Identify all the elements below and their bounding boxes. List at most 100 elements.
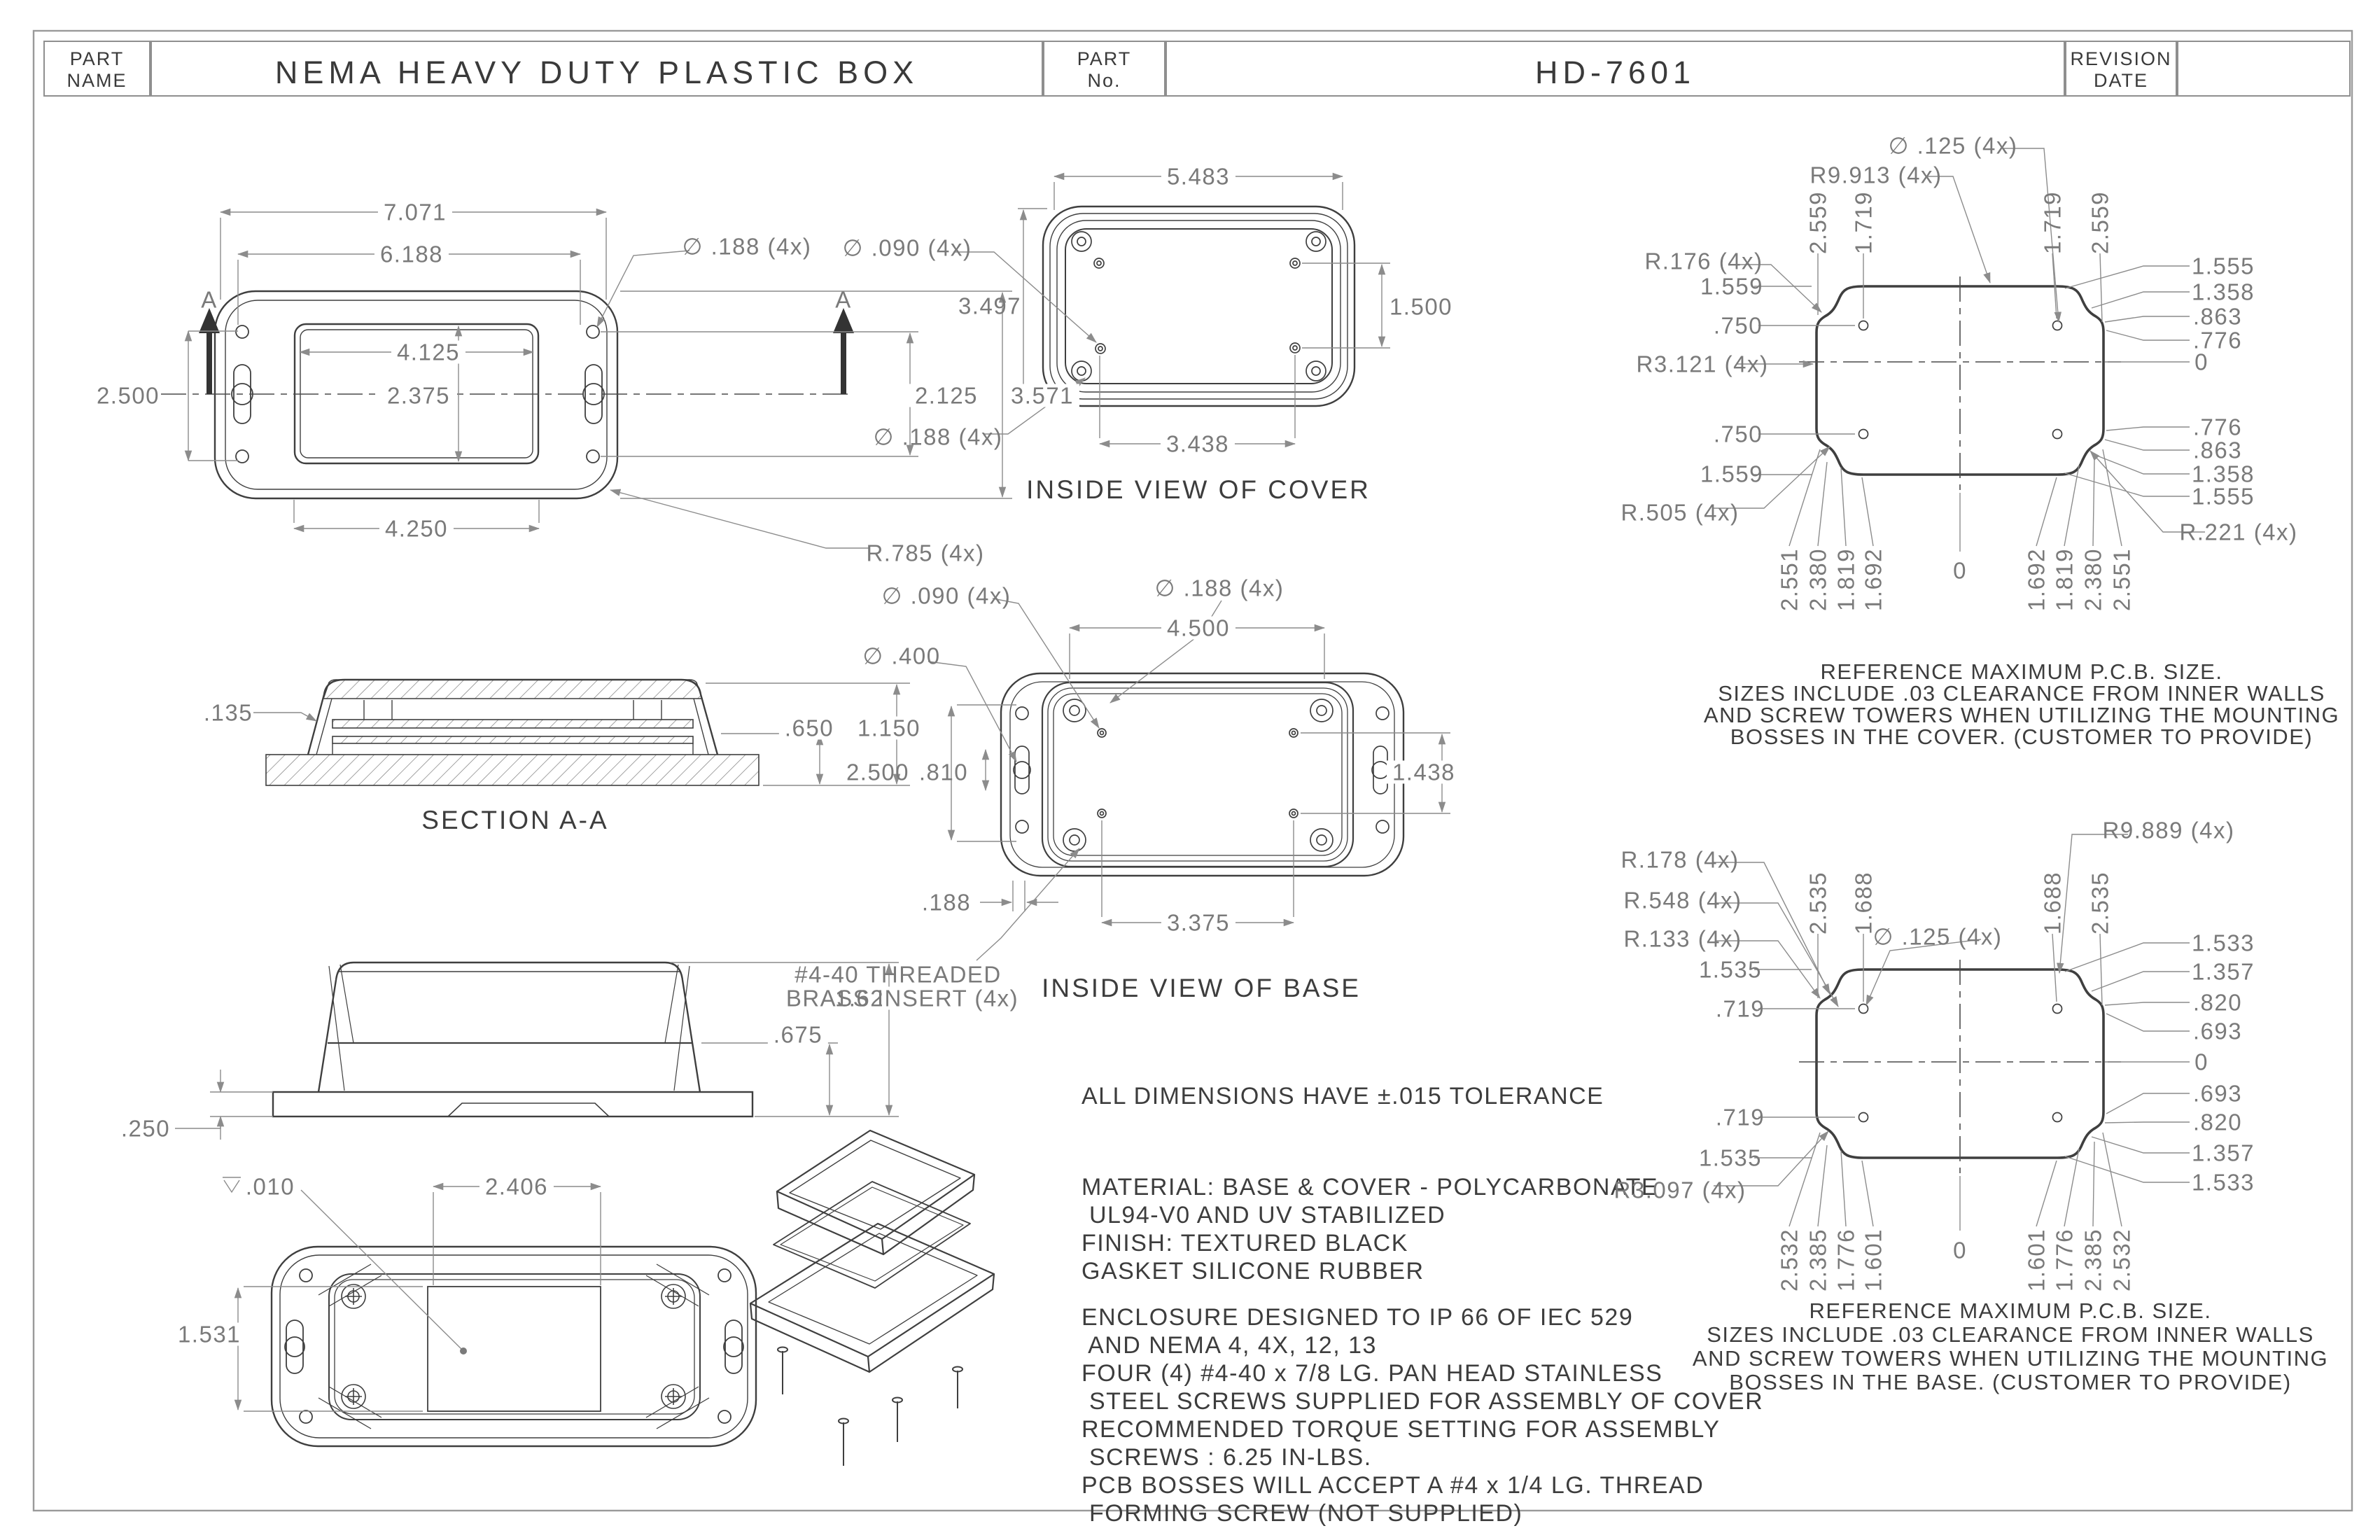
dim-label: 7.071 <box>377 200 453 224</box>
dim-label: .010 <box>245 1173 295 1200</box>
dim-label: 1.358 <box>2191 461 2255 487</box>
pcb-base-dimensions <box>1714 834 2190 1231</box>
dim-label: .719 <box>1715 995 1765 1022</box>
dim-label: R.221 (4x) <box>2179 519 2298 545</box>
part-name-label-cell: PART NAME <box>43 41 150 97</box>
section-view-geometry <box>265 678 760 786</box>
dim-label: 2.559 <box>1805 190 1831 255</box>
dim-label: 2.380 <box>1805 547 1831 612</box>
dim-label: 2.375 <box>381 384 456 407</box>
dim-label: .750 <box>1713 312 1763 339</box>
dim-label: 3.438 <box>1160 432 1236 456</box>
dim-label: 2.535 <box>1805 871 1831 935</box>
dim-label: ∅ .125 (4x) <box>1888 132 2018 159</box>
dim-label: .693 <box>2192 1080 2243 1107</box>
iso-exploded-geometry <box>749 1129 995 1466</box>
dim-label: 2.385 <box>1805 1228 1831 1292</box>
dim-label: .719 <box>1715 1104 1765 1130</box>
dim-label: 1.601 <box>1860 1228 1886 1292</box>
dim-label: 1.358 <box>2191 279 2255 305</box>
dim-label: #4-40 THREADED <box>794 961 1002 988</box>
dim-label: 3.375 <box>1161 911 1236 934</box>
dim-label: .135 <box>203 699 253 726</box>
dim-label: 1.357 <box>2191 1140 2255 1166</box>
part-no-label: PART <box>1077 48 1132 69</box>
dim-label: 2.385 <box>2080 1228 2106 1292</box>
dim-label: 5.483 <box>1161 164 1236 188</box>
dim-label: 1.559 <box>1700 273 1764 300</box>
dim-label: 1.601 <box>2023 1228 2050 1292</box>
dim-label: 2.559 <box>2087 190 2113 255</box>
dim-label: 1.500 <box>1389 293 1453 320</box>
sheet-border <box>32 29 2353 1512</box>
dim-label: 2.535 <box>2087 871 2113 935</box>
dim-label: A <box>835 286 852 313</box>
dim-label: 1.150 <box>851 716 927 740</box>
dim-label: .820 <box>2192 1109 2243 1135</box>
revision-label: REVISION <box>2070 48 2172 69</box>
dim-label: .650 <box>778 716 840 740</box>
dim-label: .693 <box>2192 1018 2243 1044</box>
dim-label: 1.531 <box>172 1322 247 1346</box>
material-note: MATERIAL: BASE & COVER - POLYCARBONATE U… <box>1082 1174 1659 1284</box>
dim-label: .776 <box>2192 414 2243 440</box>
dim-label: .776 <box>2192 327 2243 354</box>
dim-label: 1.555 <box>2191 483 2255 510</box>
inside-base-dimensions <box>927 598 1450 961</box>
dim-label: 1.819 <box>1833 547 1859 612</box>
dim-label: 1.776 <box>2051 1228 2078 1292</box>
dim-label: 2.125 <box>909 384 984 407</box>
side-view-geometry <box>272 961 754 1118</box>
dim-label: 3.497 <box>958 293 1022 319</box>
part-no-cell: HD-7601 <box>1166 41 2065 97</box>
revision-label-cell: REVISION DATE <box>2065 41 2177 97</box>
dim-label: 1.819 <box>2051 547 2078 612</box>
dim-label: 1.776 <box>1833 1228 1859 1292</box>
dim-label: 1.688 <box>1850 871 1877 935</box>
part-name-cell: NEMA HEAVY DUTY PLASTIC BOX <box>150 41 1043 97</box>
pcb-base-geometry <box>1799 960 2121 1173</box>
part-name-label: PART <box>69 48 125 69</box>
revision-value-cell <box>2177 41 2351 97</box>
dim-label: 1.555 <box>2191 253 2255 279</box>
dim-label: R.178 (4x) <box>1620 846 1740 873</box>
dim-label: R.505 (4x) <box>1620 499 1740 526</box>
inside-cover-geometry <box>1042 205 1356 407</box>
dim-label: 2.406 <box>479 1175 554 1198</box>
dim-label: ∅ .188 (4x) <box>682 233 812 260</box>
dim-label: .250 <box>120 1115 171 1142</box>
dim-label: 2.551 <box>2108 547 2135 612</box>
dim-label: 1.692 <box>2023 547 2050 612</box>
dim-label: ∅ .400 <box>862 643 941 669</box>
dim-label: R9.913 (4x) <box>1809 162 1942 188</box>
dim-label: .863 <box>2192 437 2243 463</box>
dim-label: 4.250 <box>379 517 454 540</box>
dim-label: 1.62 <box>829 986 890 1010</box>
inside-cover-caption: INSIDE VIEW OF COVER <box>1026 475 1371 504</box>
inside-base-geometry <box>1000 672 1405 877</box>
dim-label: 1.692 <box>1860 547 1886 612</box>
dim-label: 2.532 <box>1776 1228 1802 1292</box>
tolerance-note: ALL DIMENSIONS HAVE ±.015 TOLERANCE <box>1082 1083 1604 1110</box>
dim-label: .188 <box>921 889 972 916</box>
dim-label: 1.533 <box>2191 1169 2255 1196</box>
dim-label: 2.500 <box>846 759 910 785</box>
dim-label: R3.097 (4x) <box>1614 1177 1746 1203</box>
dim-label: 0 <box>2194 349 2208 375</box>
dim-label: 0 <box>1953 557 1967 584</box>
dim-label: 0 <box>2194 1049 2208 1075</box>
dim-label: 1.559 <box>1700 461 1764 487</box>
dim-label: 1.719 <box>2039 190 2066 255</box>
dim-label: BRASS INSERT (4x) <box>785 985 1019 1011</box>
dim-label: .750 <box>1713 421 1763 447</box>
dim-label: R9.889 (4x) <box>2102 817 2235 844</box>
pcb-cover-dimensions <box>1714 148 2205 552</box>
dim-label: 1.533 <box>2191 930 2255 956</box>
inside-base-caption: INSIDE VIEW OF BASE <box>1042 974 1361 1002</box>
pcb-cover-geometry <box>1799 276 2121 490</box>
dim-label: 6.188 <box>374 242 449 266</box>
part-name: NEMA HEAVY DUTY PLASTIC BOX <box>274 55 919 90</box>
dim-label: R.785 (4x) <box>866 540 985 566</box>
